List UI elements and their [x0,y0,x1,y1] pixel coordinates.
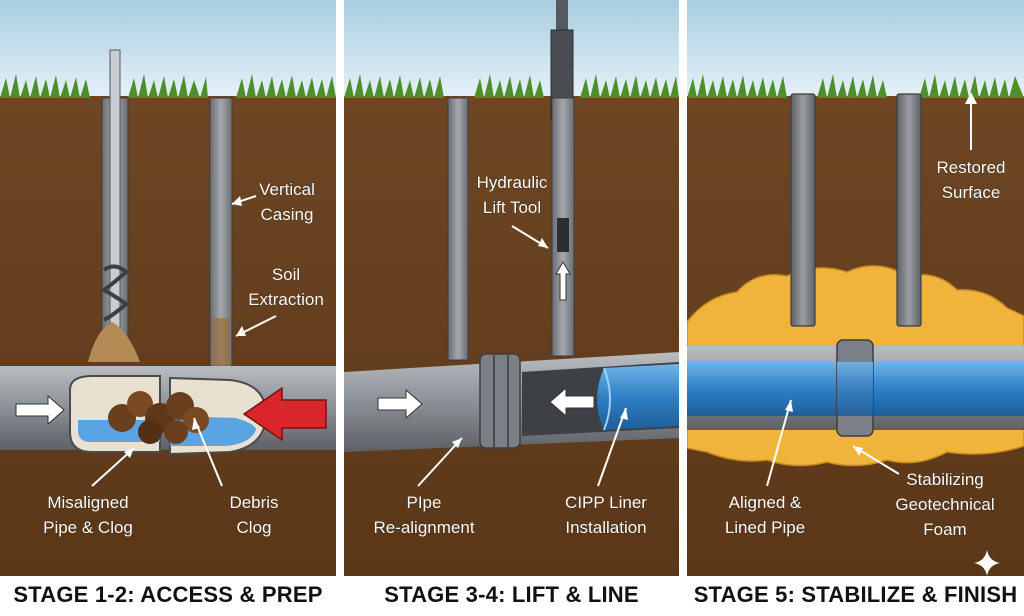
soil-spoil [88,322,140,362]
label-restored-surface-1: Restored [937,158,1006,177]
flow-arrow-icon [377,388,423,420]
label-debris-clog-1: Debris [229,493,278,512]
label-soil-extraction-1: Soil [272,265,300,284]
stage-3-4-illustration: Hydraulic Lift Tool PIpe Re-alignment CI… [344,0,679,576]
panel-stage-5: Restored Surface Aligned & Lined Pipe St… [687,0,1024,576]
stage-1-2-illustration: Vertical Casing Soil Extraction Misalign… [0,0,336,576]
sparkle-icon [974,550,1000,576]
label-cipp-liner-1: CIPP Liner [565,493,647,512]
vertical-casing [896,93,922,327]
label-hydraulic-lift-1: Hydraulic [477,173,548,192]
label-hydraulic-lift-2: Lift Tool [483,198,541,217]
soil [0,96,336,576]
label-soil-extraction-2: Extraction [248,290,324,309]
grass [687,74,1024,98]
stage-5-caption: STAGE 5: STABILIZE & FINISH [693,582,1018,607]
panel-stage-1-2: Vertical Casing Soil Extraction Misalign… [0,0,336,576]
label-stabilizing-foam-3: Foam [923,520,966,539]
label-vertical-casing-2: Casing [261,205,314,224]
liner-insertion-arrow-icon [549,386,595,418]
label-stabilizing-foam-1: Stabilizing [906,470,984,489]
grass [344,74,679,98]
sky [344,0,679,98]
label-pipe-realignment-1: PIpe [407,493,442,512]
flow-arrow-icon [15,394,65,426]
stage-3-4-caption: STAGE 3-4: LIFT & LINE [384,582,639,607]
label-aligned-pipe-2: Lined Pipe [725,518,805,537]
sky [0,0,336,98]
debris-clog [108,391,209,444]
stabilizing-foam-lower [687,419,1024,467]
caption-bar [0,576,1024,616]
label-cipp-liner-2: Installation [565,518,646,537]
panel-stage-3-4: Hydraulic Lift Tool PIpe Re-alignment CI… [344,0,679,576]
label-debris-clog-2: Clog [237,518,272,537]
vertical-casing [447,97,469,361]
label-misaligned-pipe-1: Misaligned [47,493,128,512]
up-arrow-icon [965,92,977,104]
label-stabilizing-foam-2: Geotechnical [895,495,994,514]
cipp-liner [597,364,679,430]
grass [0,74,336,98]
auger-flight [100,264,130,322]
soil [344,96,679,576]
stabilizing-foam-upper [687,265,1024,357]
lift-up-arrow-icon [555,261,571,301]
blockage-flow-arrow-icon [242,386,327,442]
label-aligned-pipe-1: Aligned & [729,493,802,512]
stage-1-2-caption: STAGE 1-2: ACCESS & PREP [13,582,323,607]
label-misaligned-pipe-2: Pipe & Clog [43,518,133,537]
panel-divider [336,0,344,616]
vertical-casing [790,93,816,327]
label-pipe-realignment-2: Re-alignment [373,518,474,537]
hydraulic-lift-tool [557,218,569,252]
soil-plug [212,318,230,366]
label-restored-surface-2: Surface [942,183,1001,202]
label-vertical-casing-1: Vertical [259,180,315,199]
pipe-coupling [479,353,521,449]
stage-5-illustration: Restored Surface Aligned & Lined Pipe St… [687,0,1024,576]
panel-divider [679,0,687,616]
